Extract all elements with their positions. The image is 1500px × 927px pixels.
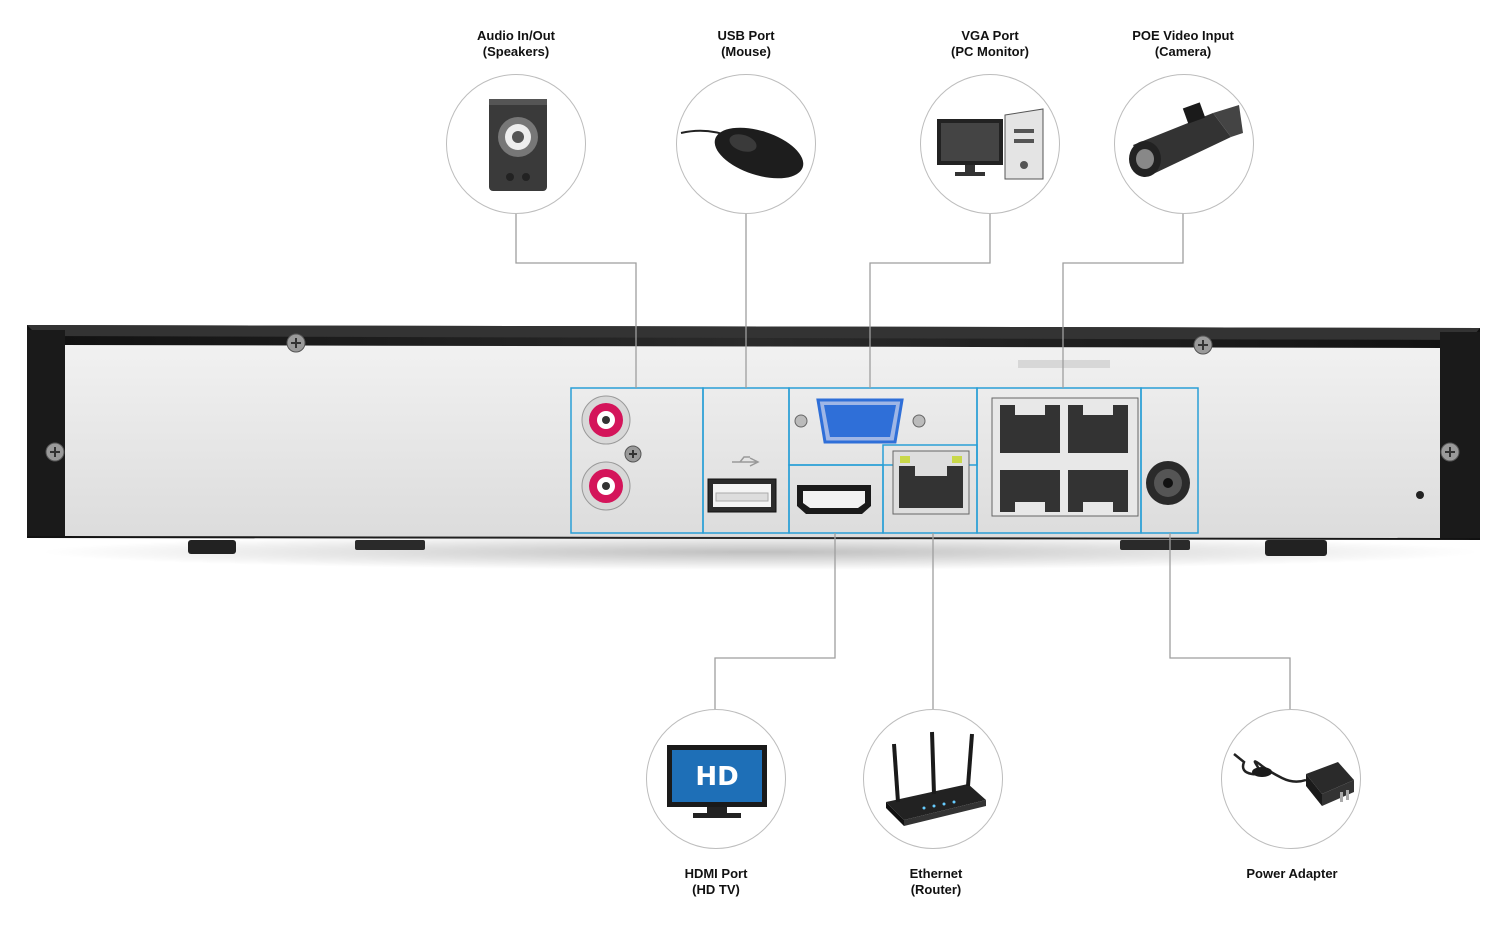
power-adapter-bubble xyxy=(1221,709,1361,849)
mouse-bubble xyxy=(676,74,816,214)
ethernet-label: Ethernet(Router) xyxy=(909,866,963,897)
hdtv-bubble: HD xyxy=(646,709,786,849)
poe-port xyxy=(1000,405,1060,453)
pc-monitor-bubble xyxy=(920,74,1060,214)
pc-monitor-icon xyxy=(937,108,1044,180)
vga-label: VGA Port(PC Monitor) xyxy=(951,28,1029,59)
foot xyxy=(355,540,425,550)
camera-icon xyxy=(1129,102,1243,177)
mouse-icon xyxy=(680,127,804,179)
poe-label: POE Video Input(Camera) xyxy=(1132,28,1234,59)
poe-port xyxy=(1068,470,1128,512)
foot xyxy=(1120,540,1190,550)
vga-leader-line xyxy=(869,212,991,388)
hdmi-label: HDMI Port(HD TV) xyxy=(684,866,748,897)
poe-port xyxy=(1000,470,1060,512)
rca-audio-in-jack xyxy=(581,461,631,511)
hdmi-leader-line xyxy=(714,533,836,710)
foot xyxy=(1265,540,1327,556)
vent-strip xyxy=(1018,360,1110,368)
left-rack-ear xyxy=(27,330,65,536)
speaker-icon xyxy=(489,99,547,191)
screw-icon xyxy=(1440,442,1460,462)
hdmi-port xyxy=(797,485,871,514)
hdtv-icon: HD xyxy=(667,745,767,818)
audio-leader-line xyxy=(515,213,637,388)
poe-ports xyxy=(991,397,1139,517)
camera-bubble xyxy=(1114,74,1254,214)
poe-port xyxy=(1068,405,1128,453)
hd-screen-text: HD xyxy=(695,762,738,792)
screw-icon xyxy=(624,445,642,463)
vga-port xyxy=(794,398,926,444)
right-rack-ear xyxy=(1440,332,1480,538)
usb-port xyxy=(707,478,777,513)
poe-leader-line xyxy=(1062,212,1184,388)
usb-label: USB Port(Mouse) xyxy=(717,28,775,59)
rj45-ethernet-port xyxy=(892,450,970,515)
screw-icon xyxy=(1193,335,1213,355)
screw-icon xyxy=(286,333,306,353)
leader-lines xyxy=(515,212,1291,710)
foot xyxy=(188,540,236,554)
power-leader-line xyxy=(1169,533,1291,710)
power-adapter-icon xyxy=(1233,753,1354,806)
speaker-bubble xyxy=(446,74,586,214)
audio-label: Audio In/Out(Speakers) xyxy=(477,28,555,59)
power-label: Power Adapter xyxy=(1246,866,1338,881)
router-bubble xyxy=(863,709,1003,849)
usb-symbol-icon xyxy=(732,456,760,467)
router-icon xyxy=(886,731,986,826)
dc-power-jack xyxy=(1146,461,1190,505)
screw-icon xyxy=(45,442,65,462)
rca-audio-out-jack xyxy=(581,395,631,445)
reset-pinhole xyxy=(1416,491,1424,499)
